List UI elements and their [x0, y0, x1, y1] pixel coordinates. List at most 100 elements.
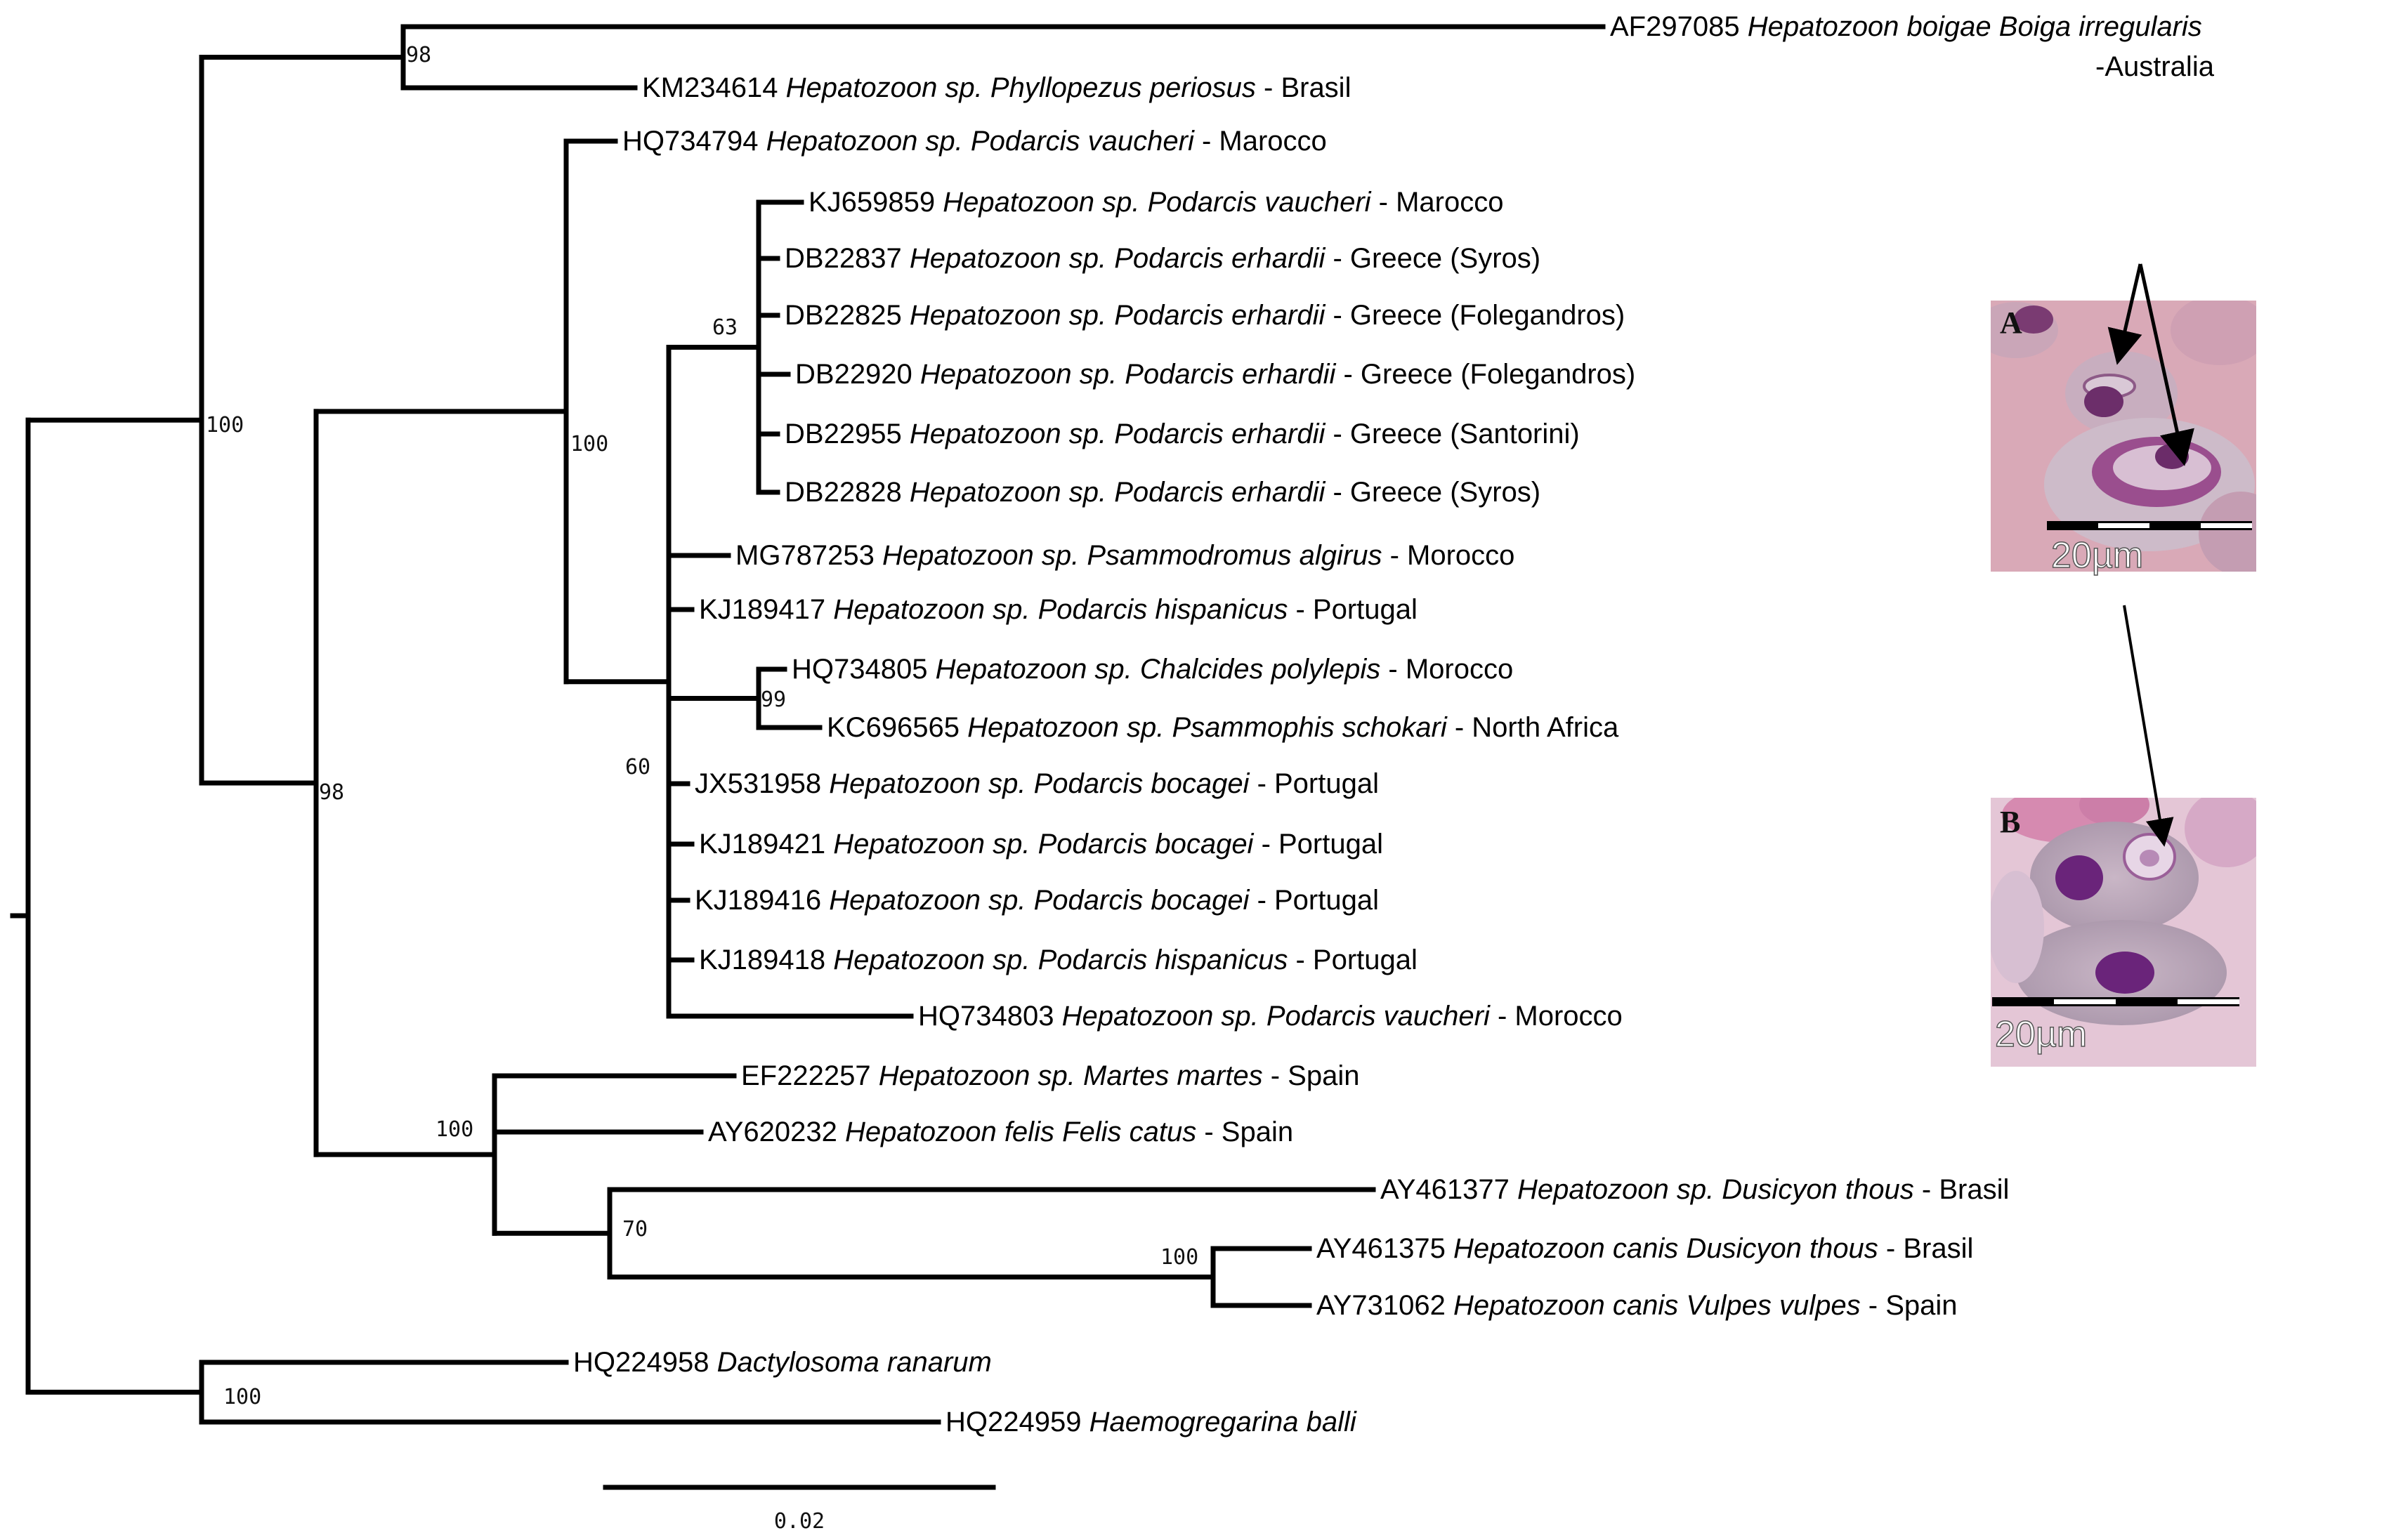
accession-number: AF297085	[1610, 11, 1748, 42]
species-name: Hepatozoon sp. Podarcis bocagei	[829, 885, 1250, 916]
accession-number: EF222257	[741, 1060, 879, 1091]
species-name: Hepatozoon sp. Psammophis schokari	[967, 712, 1448, 743]
taxon-label: KC696565 Hepatozoon sp. Psammophis schok…	[827, 712, 1619, 743]
locality: - Spain	[1263, 1060, 1360, 1091]
species-name: Hepatozoon sp. Podarcis vaucheri	[766, 126, 1195, 157]
support-value-n100d: 100	[1160, 1245, 1198, 1270]
locality: - Portugal	[1249, 768, 1379, 799]
taxon-label: AY620232 Hepatozoon felis Felis catus - …	[708, 1117, 1293, 1147]
taxon-label: DB22828 Hepatozoon sp. Podarcis erhardii…	[785, 477, 1540, 508]
taxon-label: DB22920 Hepatozoon sp. Podarcis erhardii…	[795, 359, 1635, 390]
taxon-label: DB22825 Hepatozoon sp. Podarcis erhardii…	[785, 300, 1625, 331]
accession-number: MG787253	[735, 540, 882, 571]
accession-number: AY461375	[1316, 1233, 1453, 1264]
locality: - Marocco	[1194, 126, 1327, 157]
locality: - Greece (Santorini)	[1325, 419, 1579, 449]
locality: - Greece (Folegandros)	[1325, 300, 1625, 331]
species-name: Hepatozoon sp. Podarcis hispanicus	[833, 594, 1288, 625]
locality: - Portugal	[1249, 885, 1379, 916]
support-value-n100e: 100	[223, 1385, 261, 1409]
accession-number: KC696565	[827, 712, 967, 743]
support-value-n99: 99	[761, 687, 786, 712]
accession-number: AY461377	[1380, 1174, 1517, 1205]
taxon-label: KJ189421 Hepatozoon sp. Podarcis bocagei…	[699, 829, 1383, 860]
locality: - Spain	[1861, 1290, 1958, 1321]
species-name: Hepatozoon canis Dusicyon thous	[1453, 1233, 1878, 1264]
accession-number: HQ224958	[573, 1347, 717, 1378]
species-name: Hepatozoon sp. Podarcis hispanicus	[833, 945, 1288, 975]
species-name: Hepatozoon sp. Podarcis vaucheri	[1062, 1001, 1491, 1032]
taxon-label: DB22955 Hepatozoon sp. Podarcis erhardii…	[785, 419, 1580, 449]
locality: - Morocco	[1380, 654, 1513, 685]
accession-number: KJ659859	[809, 187, 943, 218]
taxon-label: HQ224958 Dactylosoma ranarum	[573, 1347, 992, 1378]
support-value-n63: 63	[712, 315, 738, 340]
species-name: Hepatozoon sp. Podarcis bocagei	[829, 768, 1250, 799]
locality: - North Africa	[1447, 712, 1619, 743]
accession-number: KJ189421	[699, 829, 833, 860]
taxon-label: AY731062 Hepatozoon canis Vulpes vulpes …	[1316, 1290, 1958, 1321]
panel-a-scale-bar	[2047, 521, 2252, 530]
micrograph-panel-b: B 20µm	[1991, 798, 2256, 1067]
taxon-label: KJ659859 Hepatozoon sp. Podarcis vaucher…	[809, 187, 1503, 218]
support-value-n98b: 98	[319, 780, 344, 805]
accession-number: KJ189418	[699, 945, 833, 975]
species-name: Hepatozoon felis Felis catus	[845, 1117, 1196, 1147]
micrograph-panel-a: A 20µm	[1991, 301, 2256, 577]
species-name: Hepatozoon sp. Podarcis vaucheri	[943, 187, 1371, 218]
species-name: Hepatozoon sp. Chalcides polylepis	[936, 654, 1381, 685]
accession-number: JX531958	[695, 768, 829, 799]
accession-number: DB22955	[785, 419, 910, 449]
locality: - Greece (Syros)	[1325, 243, 1540, 274]
taxon-label: AY461375 Hepatozoon canis Dusicyon thous…	[1316, 1233, 1973, 1264]
accession-number: DB22920	[795, 359, 920, 390]
support-value-n100b: 100	[570, 432, 608, 456]
taxon-label: HQ734805 Hepatozoon sp. Chalcides polyle…	[792, 654, 1513, 685]
arrow-to-cell-a2	[2138, 263, 2194, 466]
species-name: Hepatozoon sp. Dusicyon thous	[1517, 1174, 1914, 1205]
accession-number: KM234614	[642, 72, 786, 103]
species-name: Dactylosoma ranarum	[717, 1347, 992, 1378]
taxon-label: HQ224959 Haemogregarina balli	[945, 1407, 1357, 1437]
accession-number: AY620232	[708, 1117, 845, 1147]
accession-number: KJ189417	[699, 594, 833, 625]
accession-number: HQ734805	[792, 654, 936, 685]
species-name: Hepatozoon sp. Podarcis erhardii	[910, 300, 1326, 331]
species-name: Hepatozoon sp. Podarcis erhardii	[910, 477, 1326, 508]
taxon-label: AY461377 Hepatozoon sp. Dusicyon thous -…	[1380, 1174, 2009, 1205]
taxon-labels: AF297085 Hepatozoon boigae Boiga irregul…	[573, 11, 2215, 1437]
locality: - Brasil	[1256, 72, 1351, 103]
arrow-to-cell-b	[2123, 605, 2174, 847]
support-value-n98a: 98	[406, 43, 431, 67]
species-name: Hepatozoon canis Vulpes vulpes	[1453, 1290, 1861, 1321]
taxon-label: AF297085 Hepatozoon boigae Boiga irregul…	[1610, 11, 2202, 42]
species-name: Hepatozoon sp. Psammodromus algirus	[882, 540, 1382, 571]
tree-branches	[10, 24, 1606, 1425]
panel-a-letter: A	[2000, 305, 2022, 340]
taxon-label: HQ734794 Hepatozoon sp. Podarcis vaucher…	[622, 126, 1327, 157]
locality: - Marocco	[1371, 187, 1504, 218]
locality: - Morocco	[1490, 1001, 1623, 1032]
locality: - Greece (Syros)	[1325, 477, 1540, 508]
taxon-label: KM234614 Hepatozoon sp. Phyllopezus peri…	[642, 72, 1351, 103]
panel-b-scale-bar	[1992, 997, 2239, 1006]
accession-number: HQ734803	[918, 1001, 1062, 1032]
accession-number: AY731062	[1316, 1290, 1453, 1321]
locality: - Portugal	[1253, 829, 1383, 860]
panel-a-scale-label: 20µm	[2051, 535, 2143, 576]
locality: - Brasil	[1914, 1174, 2010, 1205]
taxon-label: EF222257 Hepatozoon sp. Martes martes - …	[741, 1060, 1359, 1091]
locality: - Portugal	[1288, 945, 1418, 975]
species-name: Hepatozoon sp. Martes martes	[879, 1060, 1263, 1091]
accession-number: HQ224959	[945, 1407, 1089, 1437]
support-value-n70: 70	[622, 1217, 648, 1242]
locality: - Brasil	[1878, 1233, 1974, 1264]
scale-bar-label: 0.02	[774, 1509, 825, 1534]
taxon-label: JX531958 Hepatozoon sp. Podarcis bocagei…	[695, 768, 1379, 799]
support-value-n60: 60	[625, 755, 650, 779]
locality: - Morocco	[1382, 540, 1514, 571]
taxon-label: KJ189417 Hepatozoon sp. Podarcis hispani…	[699, 594, 1418, 625]
taxon-label: KJ189418 Hepatozoon sp. Podarcis hispani…	[699, 945, 1418, 975]
